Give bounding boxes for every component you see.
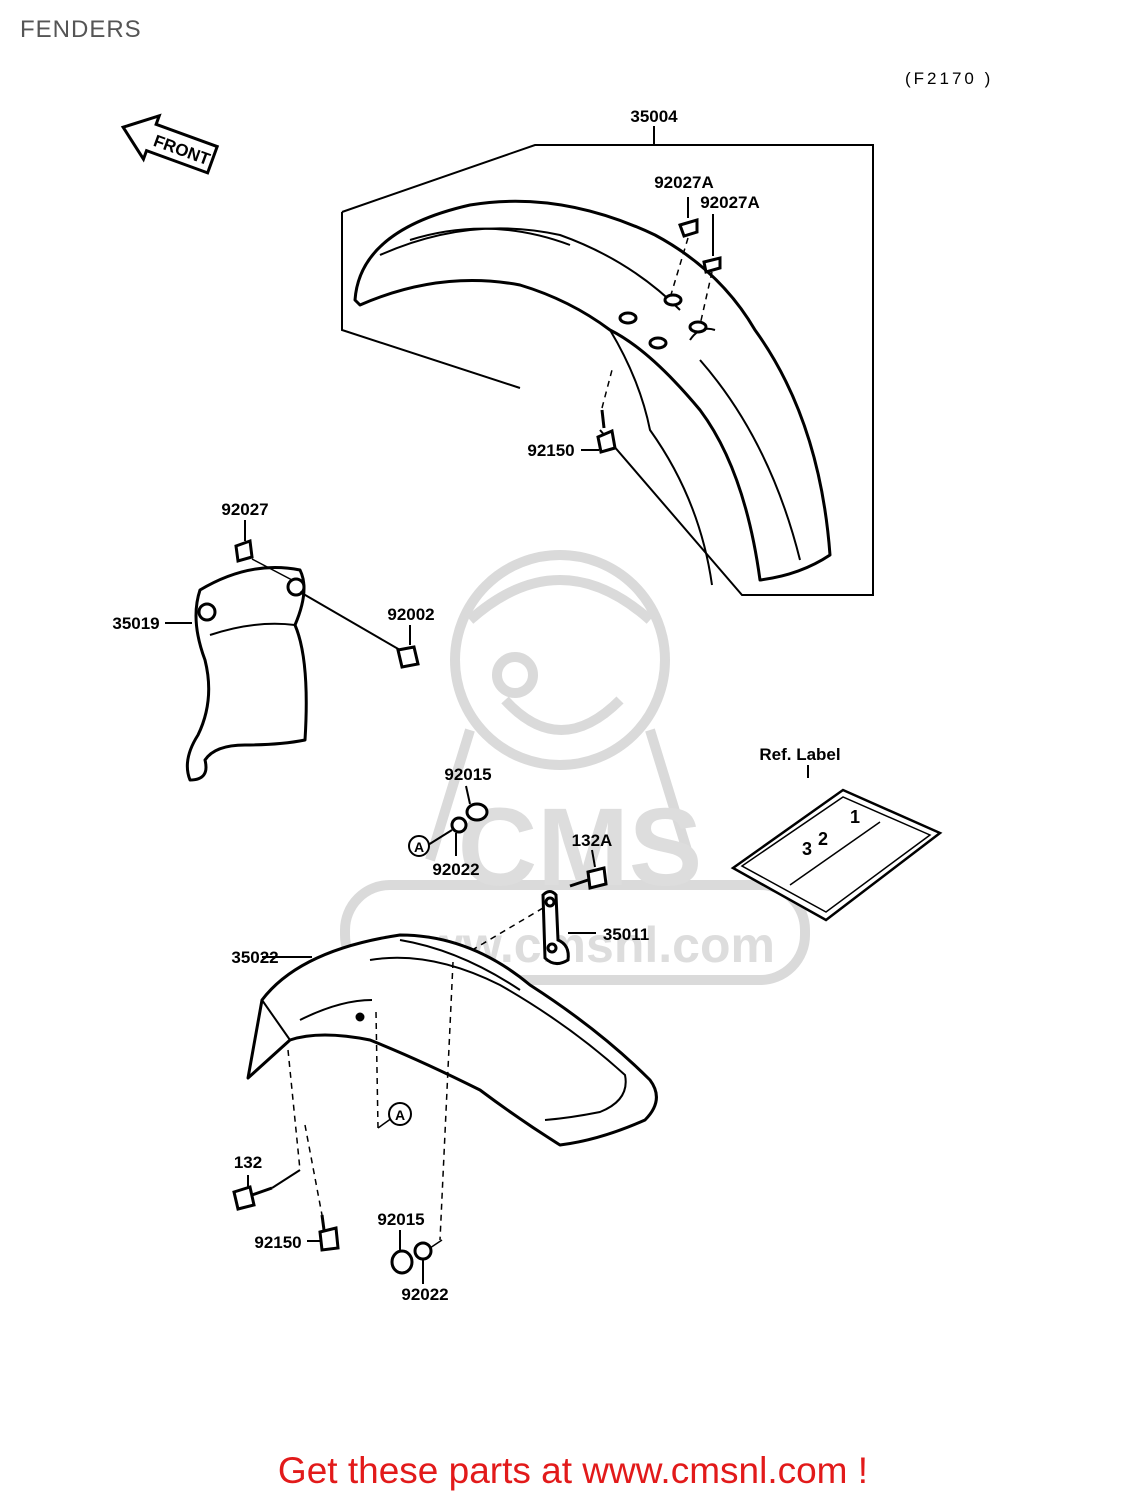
part-label-35011[interactable]: 35011 xyxy=(603,925,649,944)
part-label-92027A-side[interactable]: 92027A xyxy=(700,193,760,212)
part-label-92002[interactable]: 92002 xyxy=(387,605,434,624)
callout-a-label: A xyxy=(414,839,424,855)
part-label-92150-front[interactable]: 92150 xyxy=(527,441,574,460)
watermark-brand: CMS xyxy=(458,786,702,909)
part-label-92027[interactable]: 92027 xyxy=(221,500,268,519)
page-title: FENDERS xyxy=(20,16,142,43)
diagram-code: (F2170 ) xyxy=(905,69,993,88)
nut-washer-icon xyxy=(450,802,489,834)
part-label-92022-upper[interactable]: 92022 xyxy=(432,860,479,879)
nut-icon xyxy=(678,217,722,274)
promo-text[interactable]: Get these parts at www.cmsnl.com ! xyxy=(277,1450,869,1491)
part-label-92015-upper[interactable]: 92015 xyxy=(444,765,491,784)
mud-flap-drawing xyxy=(185,566,308,782)
part-label-92015-lower[interactable]: 92015 xyxy=(377,1210,424,1229)
bolt-icon xyxy=(232,1185,273,1211)
part-label-132A[interactable]: 132A xyxy=(572,831,613,850)
part-label-35022[interactable]: 35022 xyxy=(231,948,278,967)
front-fender-group-box xyxy=(341,144,874,596)
rear-fender-drawing xyxy=(246,933,658,1147)
bolt-icon xyxy=(396,645,420,669)
ref-label-title: Ref. Label xyxy=(759,745,840,764)
part-label-92027A-top[interactable]: 92027A xyxy=(654,173,714,192)
ref-label-drawing xyxy=(730,788,943,922)
bolt-icon xyxy=(318,1214,340,1252)
part-label-132[interactable]: 132 xyxy=(234,1153,262,1172)
part-label-92150-rear[interactable]: 92150 xyxy=(254,1233,301,1252)
nut-icon xyxy=(234,538,254,563)
callout-a-marker xyxy=(388,1102,412,1126)
ref-label-digit-2: 2 xyxy=(818,829,828,849)
part-label-35019[interactable]: 35019 xyxy=(112,614,159,633)
ref-label-digit-3: 3 xyxy=(802,839,812,859)
nut-washer-icon xyxy=(390,1241,433,1275)
callout-a-label: A xyxy=(395,1107,405,1123)
front-arrow-icon: FRONT xyxy=(120,113,220,175)
part-label-92022-lower[interactable]: 92022 xyxy=(401,1285,448,1304)
part-label-35004[interactable]: 35004 xyxy=(630,107,678,126)
bolt-icon xyxy=(569,866,608,890)
callout-a-marker xyxy=(408,835,430,857)
bolt-icon xyxy=(596,409,617,454)
promo-link[interactable]: Get these parts at www.cmsnl.com ! xyxy=(0,1450,1146,1492)
front-fender-drawing xyxy=(353,199,832,586)
ref-label-digit-1: 1 xyxy=(850,807,860,827)
watermark xyxy=(340,550,810,985)
bracket-drawing xyxy=(541,890,570,965)
